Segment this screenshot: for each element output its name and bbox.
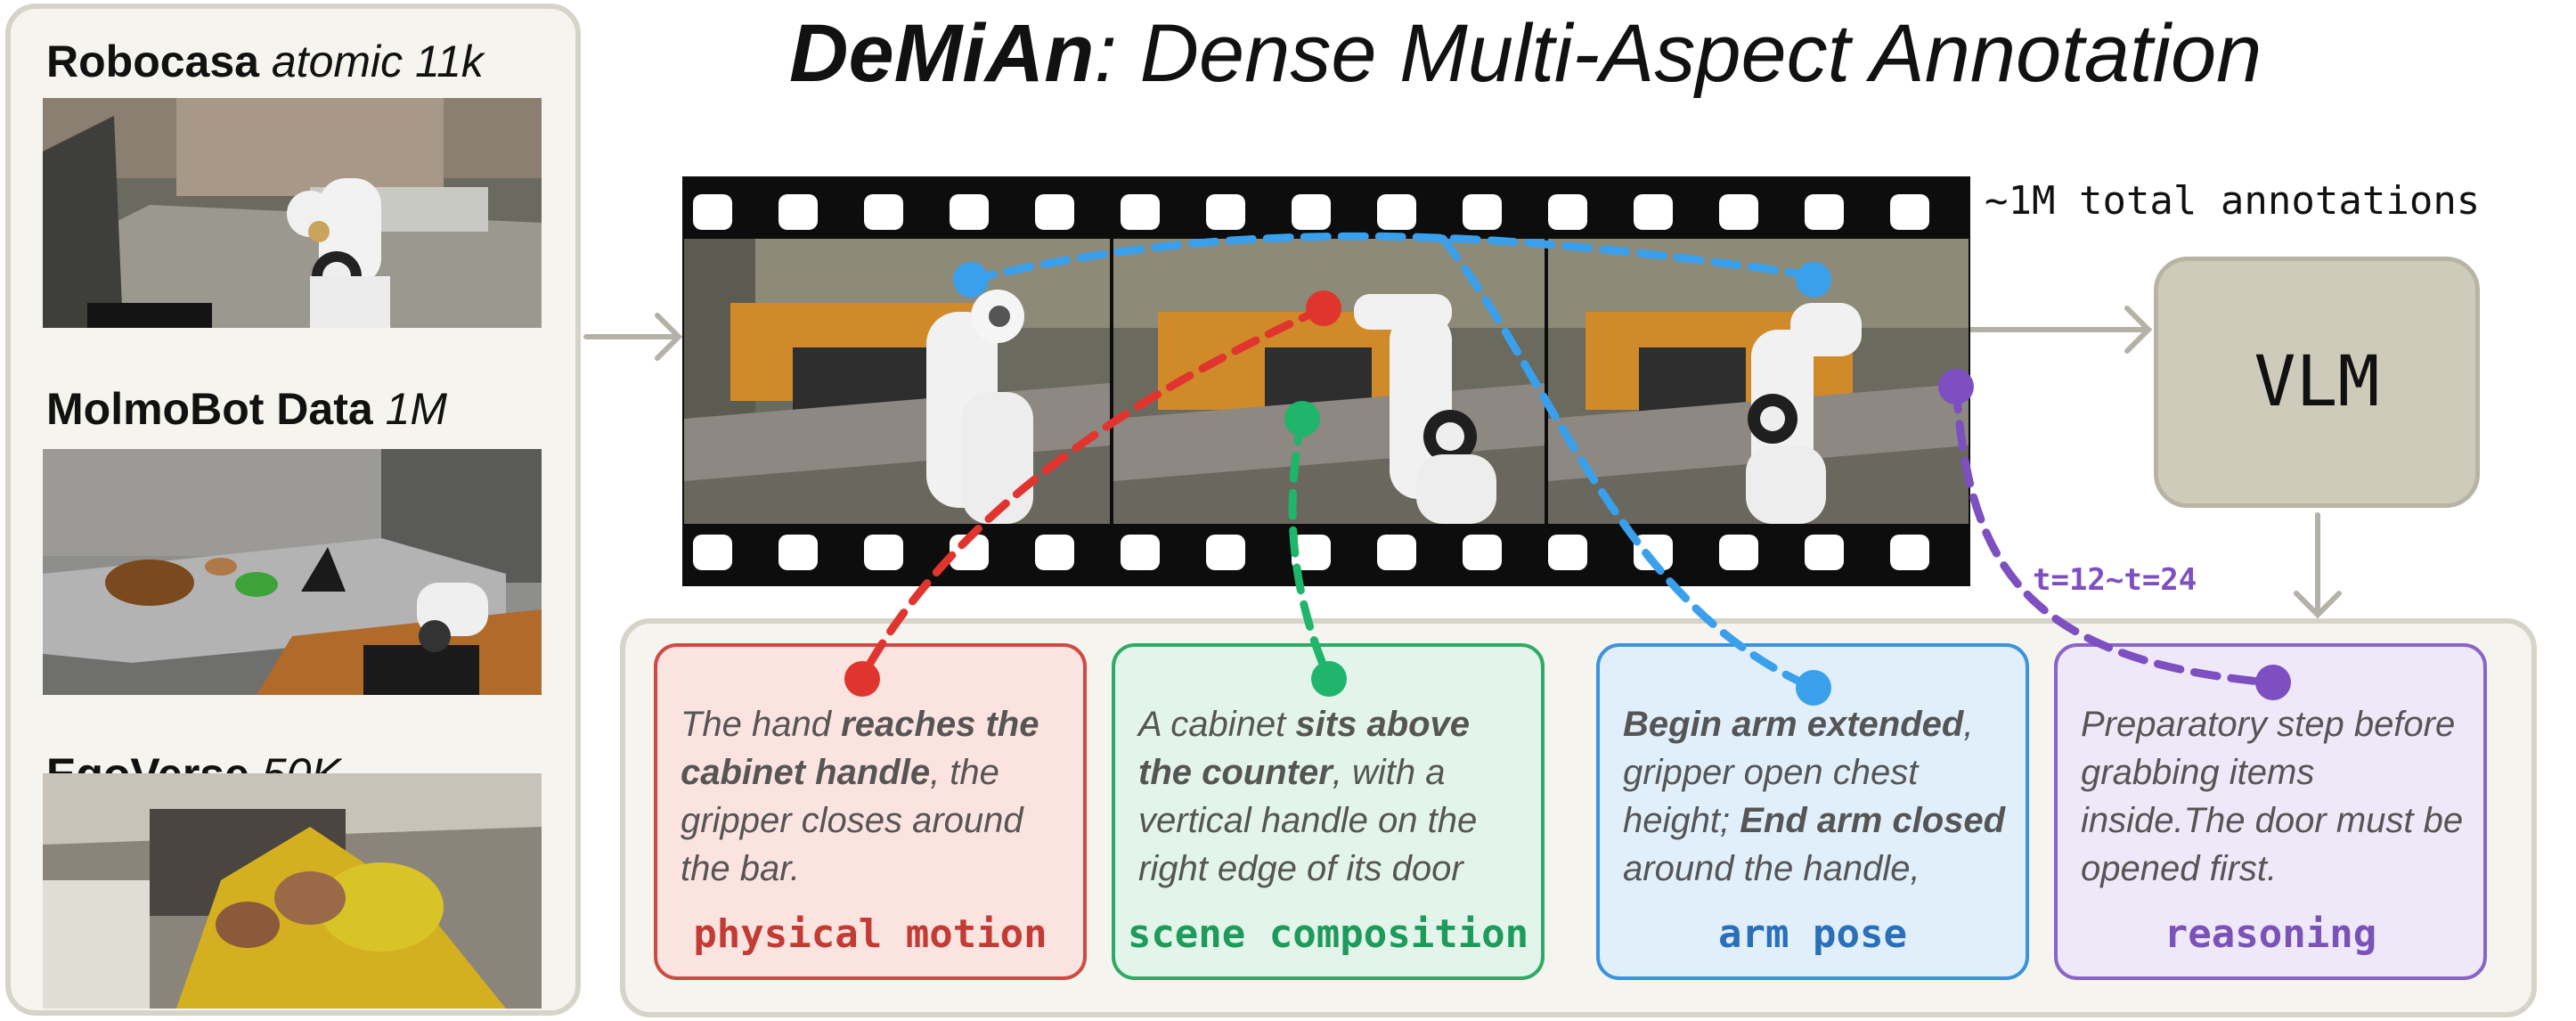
film-sprocket-hole [1805,535,1844,570]
film-sprocket-hole [1719,194,1758,230]
film-frame-1 [684,239,1110,524]
dataset-title-molmobot: MolmoBot Data 1M [46,384,448,434]
time-range-label: t=12~t=24 [2033,562,2197,598]
film-sprocket-hole [1035,194,1074,230]
film-sprocket-hole [1719,535,1758,570]
page-title: DeMiAn: Dense Multi-Aspect Annotation [789,8,2262,99]
film-frame-3 [1548,239,1969,524]
dataset-title-robocasa: Robocasa atomic 11k [46,37,484,86]
film-sprocket-hole [779,194,818,230]
card-scene-composition-text: A cabinet sits above the counter, with a… [1138,705,1478,888]
film-sprocket-hole [1548,194,1587,230]
film-sprocket-hole [950,194,989,230]
datasets-panel: Robocasa atomic 11k MolmoBot Data 1M Ego… [5,4,581,1016]
card-arm-pose-text: Begin arm extended, gripper open chest h… [1623,705,2006,888]
connector-scene-composition [1284,401,1347,697]
film-sprocket-hole [1463,535,1502,570]
connector-arm-pose [953,232,1831,706]
arrow-datasets-to-film [583,313,683,361]
card-physical-motion: The hand reaches the cabinet handle, the… [654,643,1087,980]
film-sprocket-hole [1377,194,1416,230]
film-sprocket-hole [864,535,903,570]
film-sprocket-hole [693,535,732,570]
card-reasoning-label: reasoning [2164,911,2377,957]
film-sprocket-hole [1206,535,1245,570]
film-sprocket-hole [1035,535,1074,570]
film-sprocket-hole [1121,535,1160,570]
film-sprocket-hole [1292,535,1331,570]
molmobot-image [43,449,542,695]
card-scene-composition-label: scene composition [1127,911,1529,957]
card-scene-composition: A cabinet sits above the counter, with a… [1112,643,1545,980]
robocasa-image [43,98,542,328]
film-sprocket-hole [1805,194,1844,230]
film-sprocket-hole [1121,194,1160,230]
total-annotations-label: ~1M total annotations [1985,178,2481,224]
film-sprocket-hole [693,194,732,230]
film-sprocket-hole [1890,535,1929,570]
film-sprocket-hole [1206,194,1245,230]
film-sprocket-hole [1463,194,1502,230]
film-sprocket-hole [1548,535,1587,570]
film-sprockets-bottom [693,535,1929,570]
card-reasoning: Preparatory step before grabbing items i… [2054,643,2487,980]
card-arm-pose-label: arm pose [1718,911,1907,957]
vlm-label: VLM [2254,342,2380,422]
film-strip [682,176,1970,586]
film-sprocket-hole [1634,194,1673,230]
film-sprocket-hole [1634,535,1673,570]
film-sprocket-hole [1292,194,1331,230]
egoverse-image [43,773,542,1009]
film-sprocket-hole [864,194,903,230]
film-sprocket-hole [779,535,818,570]
connector-reasoning [1938,369,2291,700]
film-sprocket-hole [1377,535,1416,570]
card-reasoning-text: Preparatory step before grabbing items i… [2081,705,2464,888]
film-sprocket-hole [1890,194,1929,230]
arrow-film-to-vlm [1968,306,2153,354]
film-sprockets-top [693,194,1929,230]
connector-physical-motion [844,290,1341,697]
card-physical-motion-text: The hand reaches the cabinet handle, the… [681,705,1039,888]
vlm-box: VLM [2154,257,2480,508]
arrow-vlm-to-annotations [2294,512,2342,619]
card-physical-motion-label: physical motion [693,911,1048,957]
